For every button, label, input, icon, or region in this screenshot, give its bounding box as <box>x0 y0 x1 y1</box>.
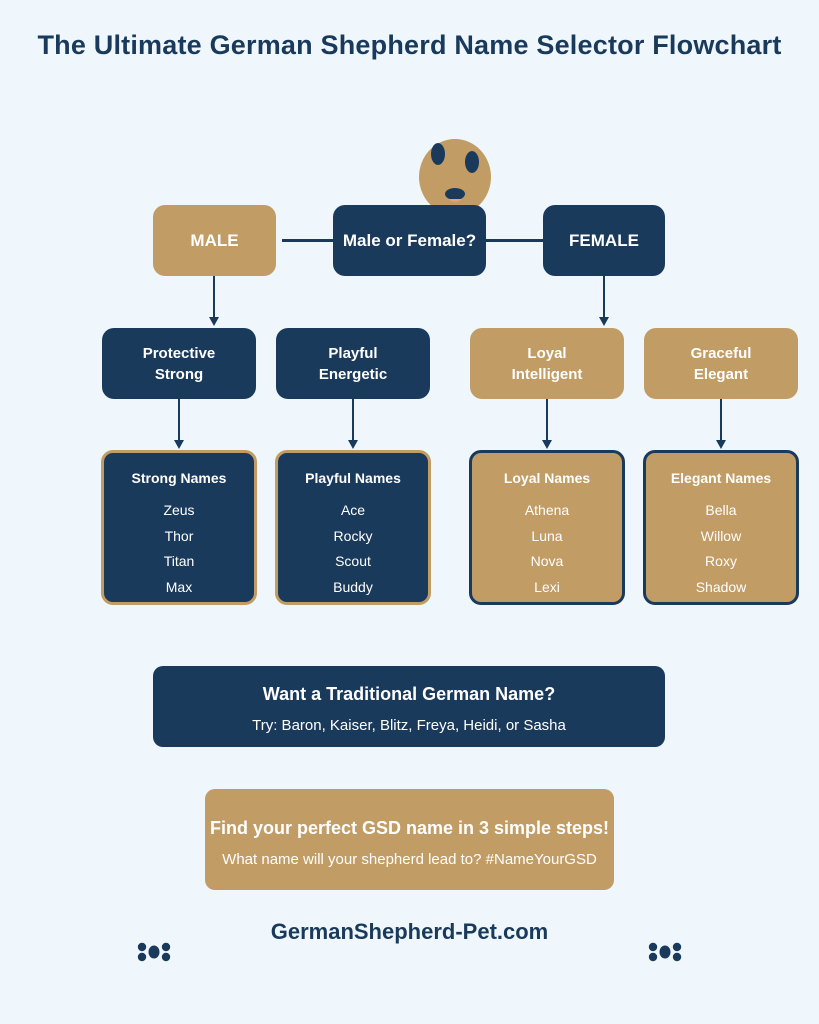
arrow-playful-playful <box>352 399 354 441</box>
strong-names-box: Strong Names Zeus Thor Titan Max <box>101 450 257 605</box>
trait-graceful-node: Graceful Elegant <box>644 328 798 399</box>
elegant-names-heading: Elegant Names <box>670 470 772 486</box>
loyal-name-item: Athena <box>524 502 570 518</box>
cta-heading: Find your perfect GSD name in 3 simple s… <box>209 818 610 838</box>
arrow-graceful-elegant <box>720 399 722 441</box>
arrow-loyal-loyal <box>546 399 548 441</box>
trait-playful-line1: Playful <box>328 344 378 362</box>
male-label: MALE <box>190 230 239 250</box>
elegant-name-item: Bella <box>705 502 737 518</box>
arrowhead-playful-playful <box>348 440 358 449</box>
paw-print-icon <box>648 942 682 962</box>
traditional-names-box: Want a Traditional German Name? Try: Bar… <box>153 666 665 747</box>
arrowhead-female-loyal <box>599 317 609 326</box>
trait-playful-line2: Energetic <box>318 365 388 383</box>
trait-loyal-line1: Loyal <box>527 344 567 362</box>
playful-name-item: Rocky <box>333 527 373 544</box>
strong-name-item: Thor <box>164 527 194 544</box>
cta-text: What name will your shepherd lead to? #N… <box>222 851 597 868</box>
playful-names-box: Playful Names Ace Rocky Scout Buddy <box>275 450 431 605</box>
elegant-names-box: Elegant Names Bella Willow Roxy Shadow <box>643 450 799 605</box>
arrowhead-protective-strong <box>174 440 184 449</box>
loyal-names-heading: Loyal Names <box>503 470 591 486</box>
arrow-protective-strong <box>178 399 180 441</box>
arrow-male-protective <box>213 276 215 318</box>
paw-print-icon <box>137 942 171 962</box>
trait-protective-line1: Protective <box>142 344 216 362</box>
elegant-name-item: Willow <box>700 527 742 544</box>
loyal-names-box: Loyal Names Athena Luna Nova Lexi <box>469 450 625 605</box>
cta-box <box>205 789 614 890</box>
trait-loyal-line2: Intelligent <box>511 365 583 383</box>
connector-root-male <box>282 239 334 242</box>
playful-names-heading: Playful Names <box>305 470 401 486</box>
loyal-name-item: Nova <box>530 553 564 569</box>
trait-playful-node: Playful Energetic <box>276 328 430 399</box>
elegant-name-item: Roxy <box>705 553 737 569</box>
traditional-text: Try: Baron, Kaiser, Blitz, Freya, Heidi,… <box>252 717 566 734</box>
root-question-label: Male or Female? <box>342 230 477 250</box>
playful-name-item: Scout <box>335 553 371 569</box>
traditional-heading: Want a Traditional German Name? <box>262 684 556 704</box>
dog-face-icon <box>419 139 491 215</box>
strong-name-item: Titan <box>163 553 195 569</box>
arrow-female-loyal <box>603 276 605 318</box>
playful-name-item: Ace <box>340 502 366 518</box>
strong-name-item: Zeus <box>163 502 195 518</box>
trait-protective-line2: Strong <box>154 365 204 383</box>
arrowhead-male-protective <box>209 317 219 326</box>
elegant-name-item: Shadow <box>695 578 747 595</box>
website-link[interactable]: GermanShepherd-Pet.com <box>270 919 549 944</box>
loyal-name-item: Lexi <box>534 578 560 595</box>
trait-loyal-node: Loyal Intelligent <box>470 328 624 399</box>
female-label: FEMALE <box>569 230 639 250</box>
playful-name-item: Buddy <box>333 578 373 595</box>
trait-graceful-line1: Graceful <box>690 344 752 362</box>
trait-protective-node: Protective Strong <box>102 328 256 399</box>
male-node: MALE <box>153 205 276 276</box>
arrowhead-loyal-loyal <box>542 440 552 449</box>
female-node: FEMALE <box>543 205 665 276</box>
connector-root-female <box>486 239 543 242</box>
page-title: The Ultimate German Shepherd Name Select… <box>37 30 782 60</box>
strong-name-item: Max <box>165 578 193 595</box>
arrowhead-graceful-elegant <box>716 440 726 449</box>
trait-graceful-line2: Elegant <box>693 365 749 383</box>
loyal-name-item: Luna <box>531 527 563 544</box>
root-question-node: Male or Female? <box>333 205 486 276</box>
strong-names-heading: Strong Names <box>131 470 227 486</box>
